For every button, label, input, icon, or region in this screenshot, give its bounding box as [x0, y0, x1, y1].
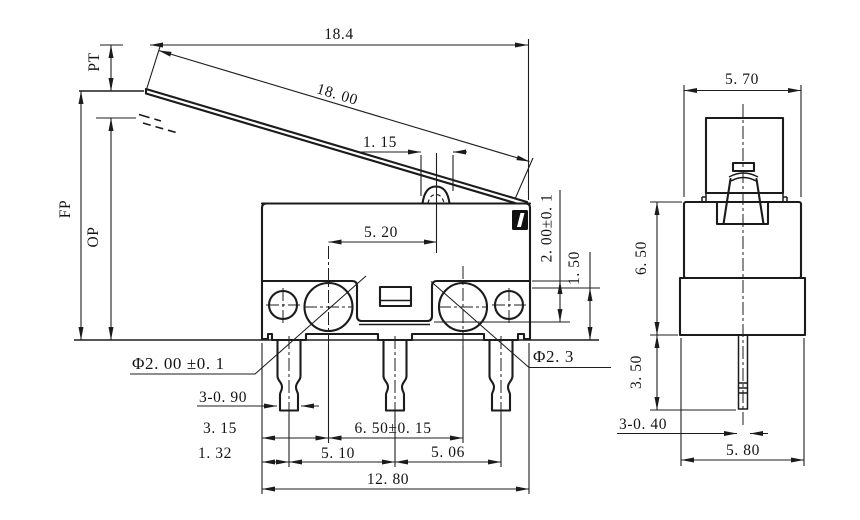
- lever-dimple-hidden: [427, 193, 445, 204]
- dim-overall-18-4: 18.4: [324, 26, 354, 43]
- lever-phantom-top: [138, 113, 162, 122]
- front-dimensions-bottom: Φ2. 00 ±0. 1 Φ2. 3 3-0. 90 3. 15 6. 50±0…: [130, 275, 611, 494]
- dim-width-5-80: 5. 80: [726, 442, 760, 459]
- front-view: 18.4 18. 00 1. 15 5. 20 PT FP OP: [57, 26, 611, 494]
- lever-arm: [144, 87, 529, 205]
- front-dimensions-right: 2. 00±0. 1 1. 50: [434, 190, 600, 340]
- dim-width-5-70: 5. 70: [725, 71, 759, 88]
- dim-pitch-5-10: 5. 10: [321, 445, 355, 462]
- side-lever-end: [704, 116, 785, 195]
- side-lever-seat: [701, 193, 788, 202]
- lever-phantom-bottom: [142, 122, 177, 134]
- dim-pin-width-0-90: 3-0. 90: [199, 389, 247, 406]
- dim-overall-12-80: 12. 80: [367, 471, 409, 488]
- plunger-guide: [378, 285, 413, 308]
- dim-holes-6-50: 6. 50±0. 15: [354, 420, 431, 437]
- front-dimensions-left: PT FP OP: [57, 44, 177, 340]
- dim-pin-len-3-50: 3. 50: [628, 355, 645, 389]
- dim-height-6-50: 6. 50: [633, 241, 650, 275]
- dim-edge-3-15: 3. 15: [203, 420, 237, 437]
- lever-pivot-slash: [517, 213, 525, 227]
- side-view: 5. 70 6. 50 3. 50 3-0. 40 5. 80: [617, 71, 807, 466]
- dim-depth-1-50: 1. 50: [566, 251, 583, 285]
- dim-depth-2-00: 2. 00±0. 1: [539, 194, 556, 263]
- dim-pin-width-0-40: 3-0. 40: [619, 416, 667, 433]
- side-dimensions: 5. 70 6. 50 3. 50 3-0. 40 5. 80: [617, 71, 805, 466]
- front-body-lower: [260, 279, 532, 342]
- dim-hole-left: Φ2. 00 ±0. 1: [132, 354, 225, 373]
- dim-dimple-1-15: 1. 15: [363, 134, 397, 151]
- dim-edge-1-32: 1. 32: [198, 445, 232, 462]
- dim-lever-18-00: 18. 00: [315, 80, 360, 108]
- dim-hole-right: Φ2. 3: [533, 347, 574, 366]
- front-centerlines: [266, 153, 526, 467]
- dim-pitch-5-06: 5. 06: [431, 444, 465, 461]
- label-op: OP: [85, 226, 102, 247]
- dim-plunger-5-20: 5. 20: [364, 224, 398, 241]
- label-pt: PT: [86, 52, 103, 71]
- label-fp: FP: [57, 200, 74, 218]
- front-dimensions-top: 18.4 18. 00 1. 15 5. 20: [145, 26, 534, 245]
